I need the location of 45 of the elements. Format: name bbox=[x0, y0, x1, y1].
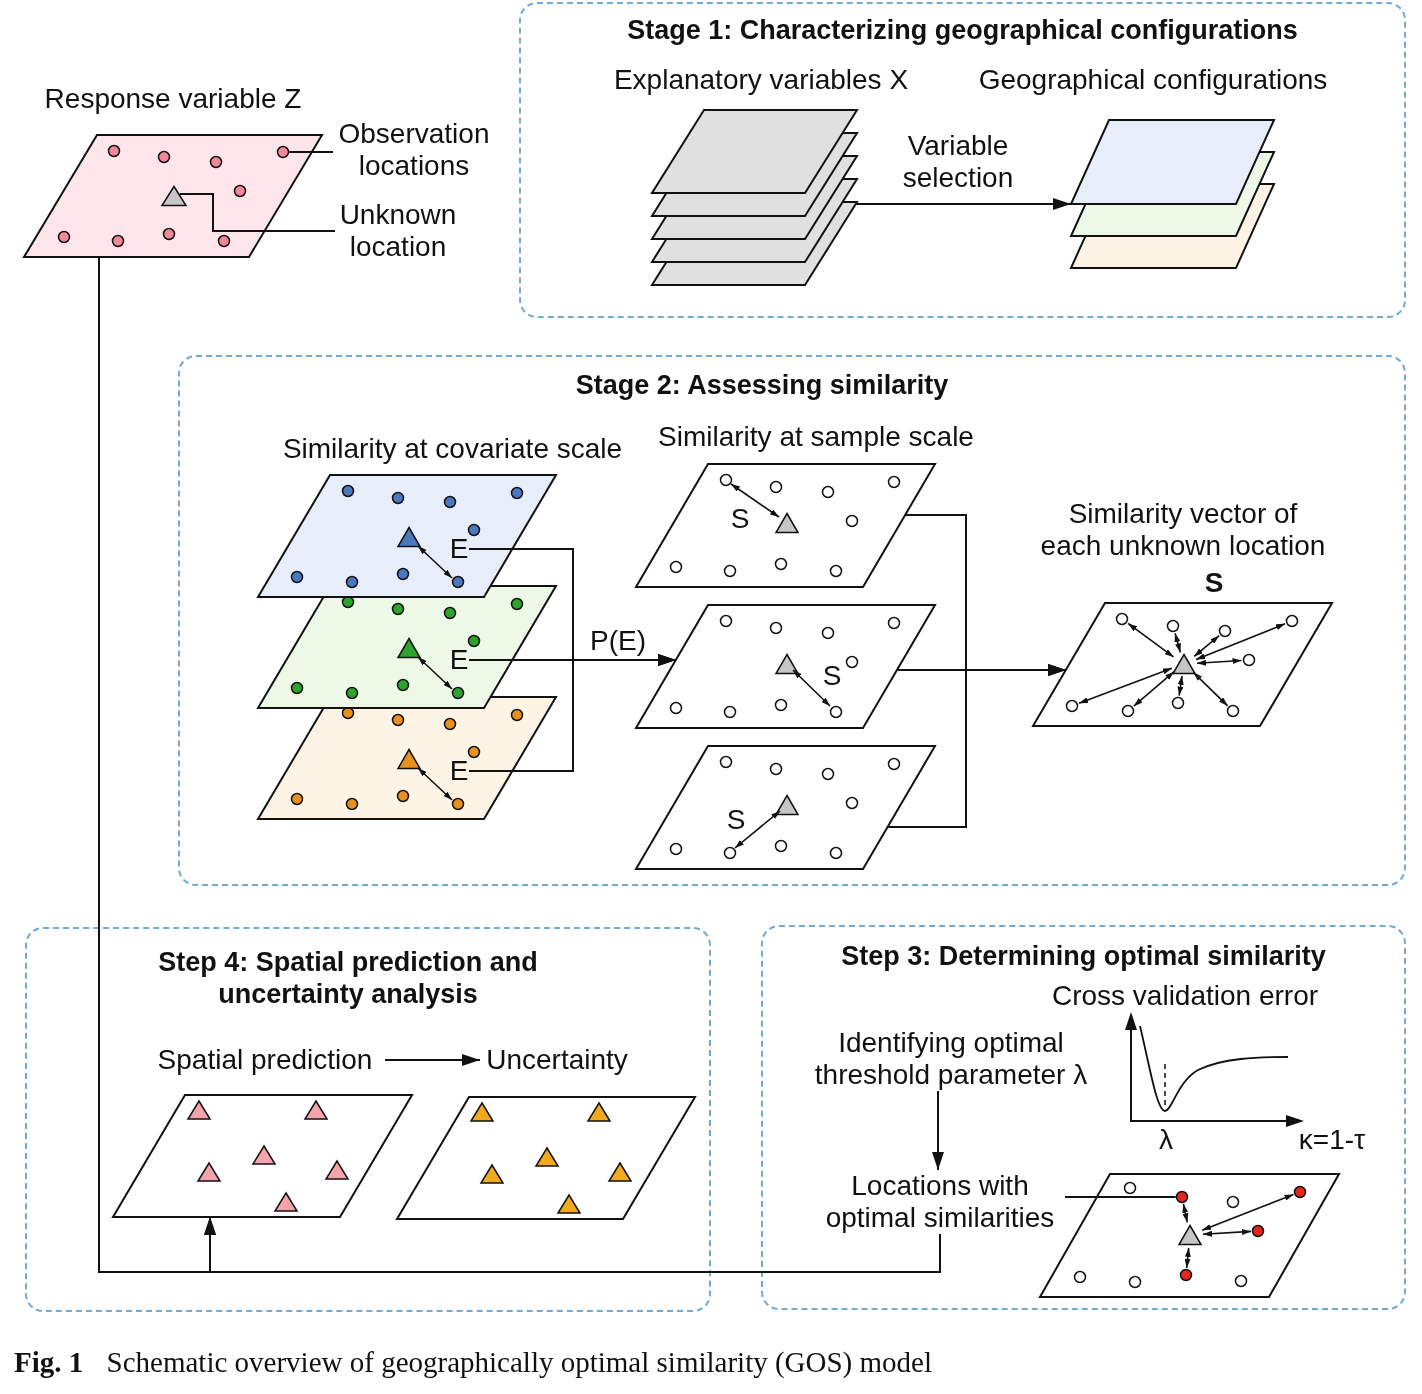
layer-label: E bbox=[449, 533, 469, 565]
point-marker bbox=[1251, 1224, 1265, 1238]
layer-heading: Similarity vector of each unknown location bbox=[1039, 498, 1327, 562]
arrow bbox=[384, 1054, 481, 1066]
layer-heading: Response variable Z bbox=[43, 83, 303, 115]
stack-heading: Geographical configurations bbox=[977, 64, 1329, 96]
column-heading: Similarity at sample scale bbox=[657, 421, 975, 453]
stage-panel bbox=[178, 355, 1406, 886]
double-arrow bbox=[1202, 1228, 1252, 1237]
layer-label: S bbox=[730, 503, 750, 535]
leader-line bbox=[178, 193, 336, 232]
point-marker bbox=[1175, 1190, 1189, 1204]
axis-title: κ=1-τ bbox=[1297, 1124, 1367, 1156]
axis-title: Cross validation error bbox=[1050, 980, 1320, 1012]
panel-title: Stage 2: Assessing similarity bbox=[574, 369, 950, 401]
leader-line bbox=[1064, 1196, 1177, 1198]
triangle-marker bbox=[1177, 1224, 1203, 1246]
stage-panel bbox=[761, 925, 1406, 1310]
layer-label: S bbox=[726, 804, 746, 836]
panel-title: Step 4: Spatial prediction and uncertainty analysis bbox=[157, 946, 539, 1010]
tick-label: λ bbox=[1158, 1124, 1174, 1156]
stage-panel bbox=[25, 927, 711, 1312]
panel-title: Step 3: Determining optimal similarity bbox=[840, 940, 1327, 972]
double-arrow bbox=[1201, 1193, 1295, 1232]
step-label: Identifying optimal threshold parameter λ bbox=[805, 1027, 1097, 1091]
layer-label: E bbox=[449, 644, 469, 676]
callout-label: Observation locations bbox=[333, 118, 495, 182]
layer-label: S bbox=[1203, 567, 1225, 599]
layer-label: E bbox=[449, 755, 469, 787]
column-heading: Similarity at covariate scale bbox=[281, 433, 624, 465]
layer-label: S bbox=[822, 660, 842, 692]
callout-label: Unknown location bbox=[335, 199, 461, 263]
step-label: Locations with optimal similarities bbox=[815, 1170, 1065, 1234]
arrow bbox=[932, 1090, 944, 1171]
triangle-marker bbox=[160, 185, 188, 207]
panel-title: Stage 1: Characterizing geographical configurations bbox=[626, 14, 1299, 46]
layer-heading: Uncertainty bbox=[485, 1044, 629, 1076]
figure-caption: Fig. 1 Schematic overview of geographically optimal similarity (GOS) model bbox=[14, 1345, 932, 1379]
point-marker bbox=[1293, 1185, 1307, 1199]
double-arrow bbox=[1182, 1203, 1189, 1224]
point-marker bbox=[276, 145, 290, 159]
stack-heading: Explanatory variables X bbox=[612, 64, 910, 96]
point-marker bbox=[1179, 1268, 1193, 1282]
double-arrow bbox=[1184, 1247, 1191, 1269]
layer-heading: Spatial prediction bbox=[156, 1044, 374, 1076]
